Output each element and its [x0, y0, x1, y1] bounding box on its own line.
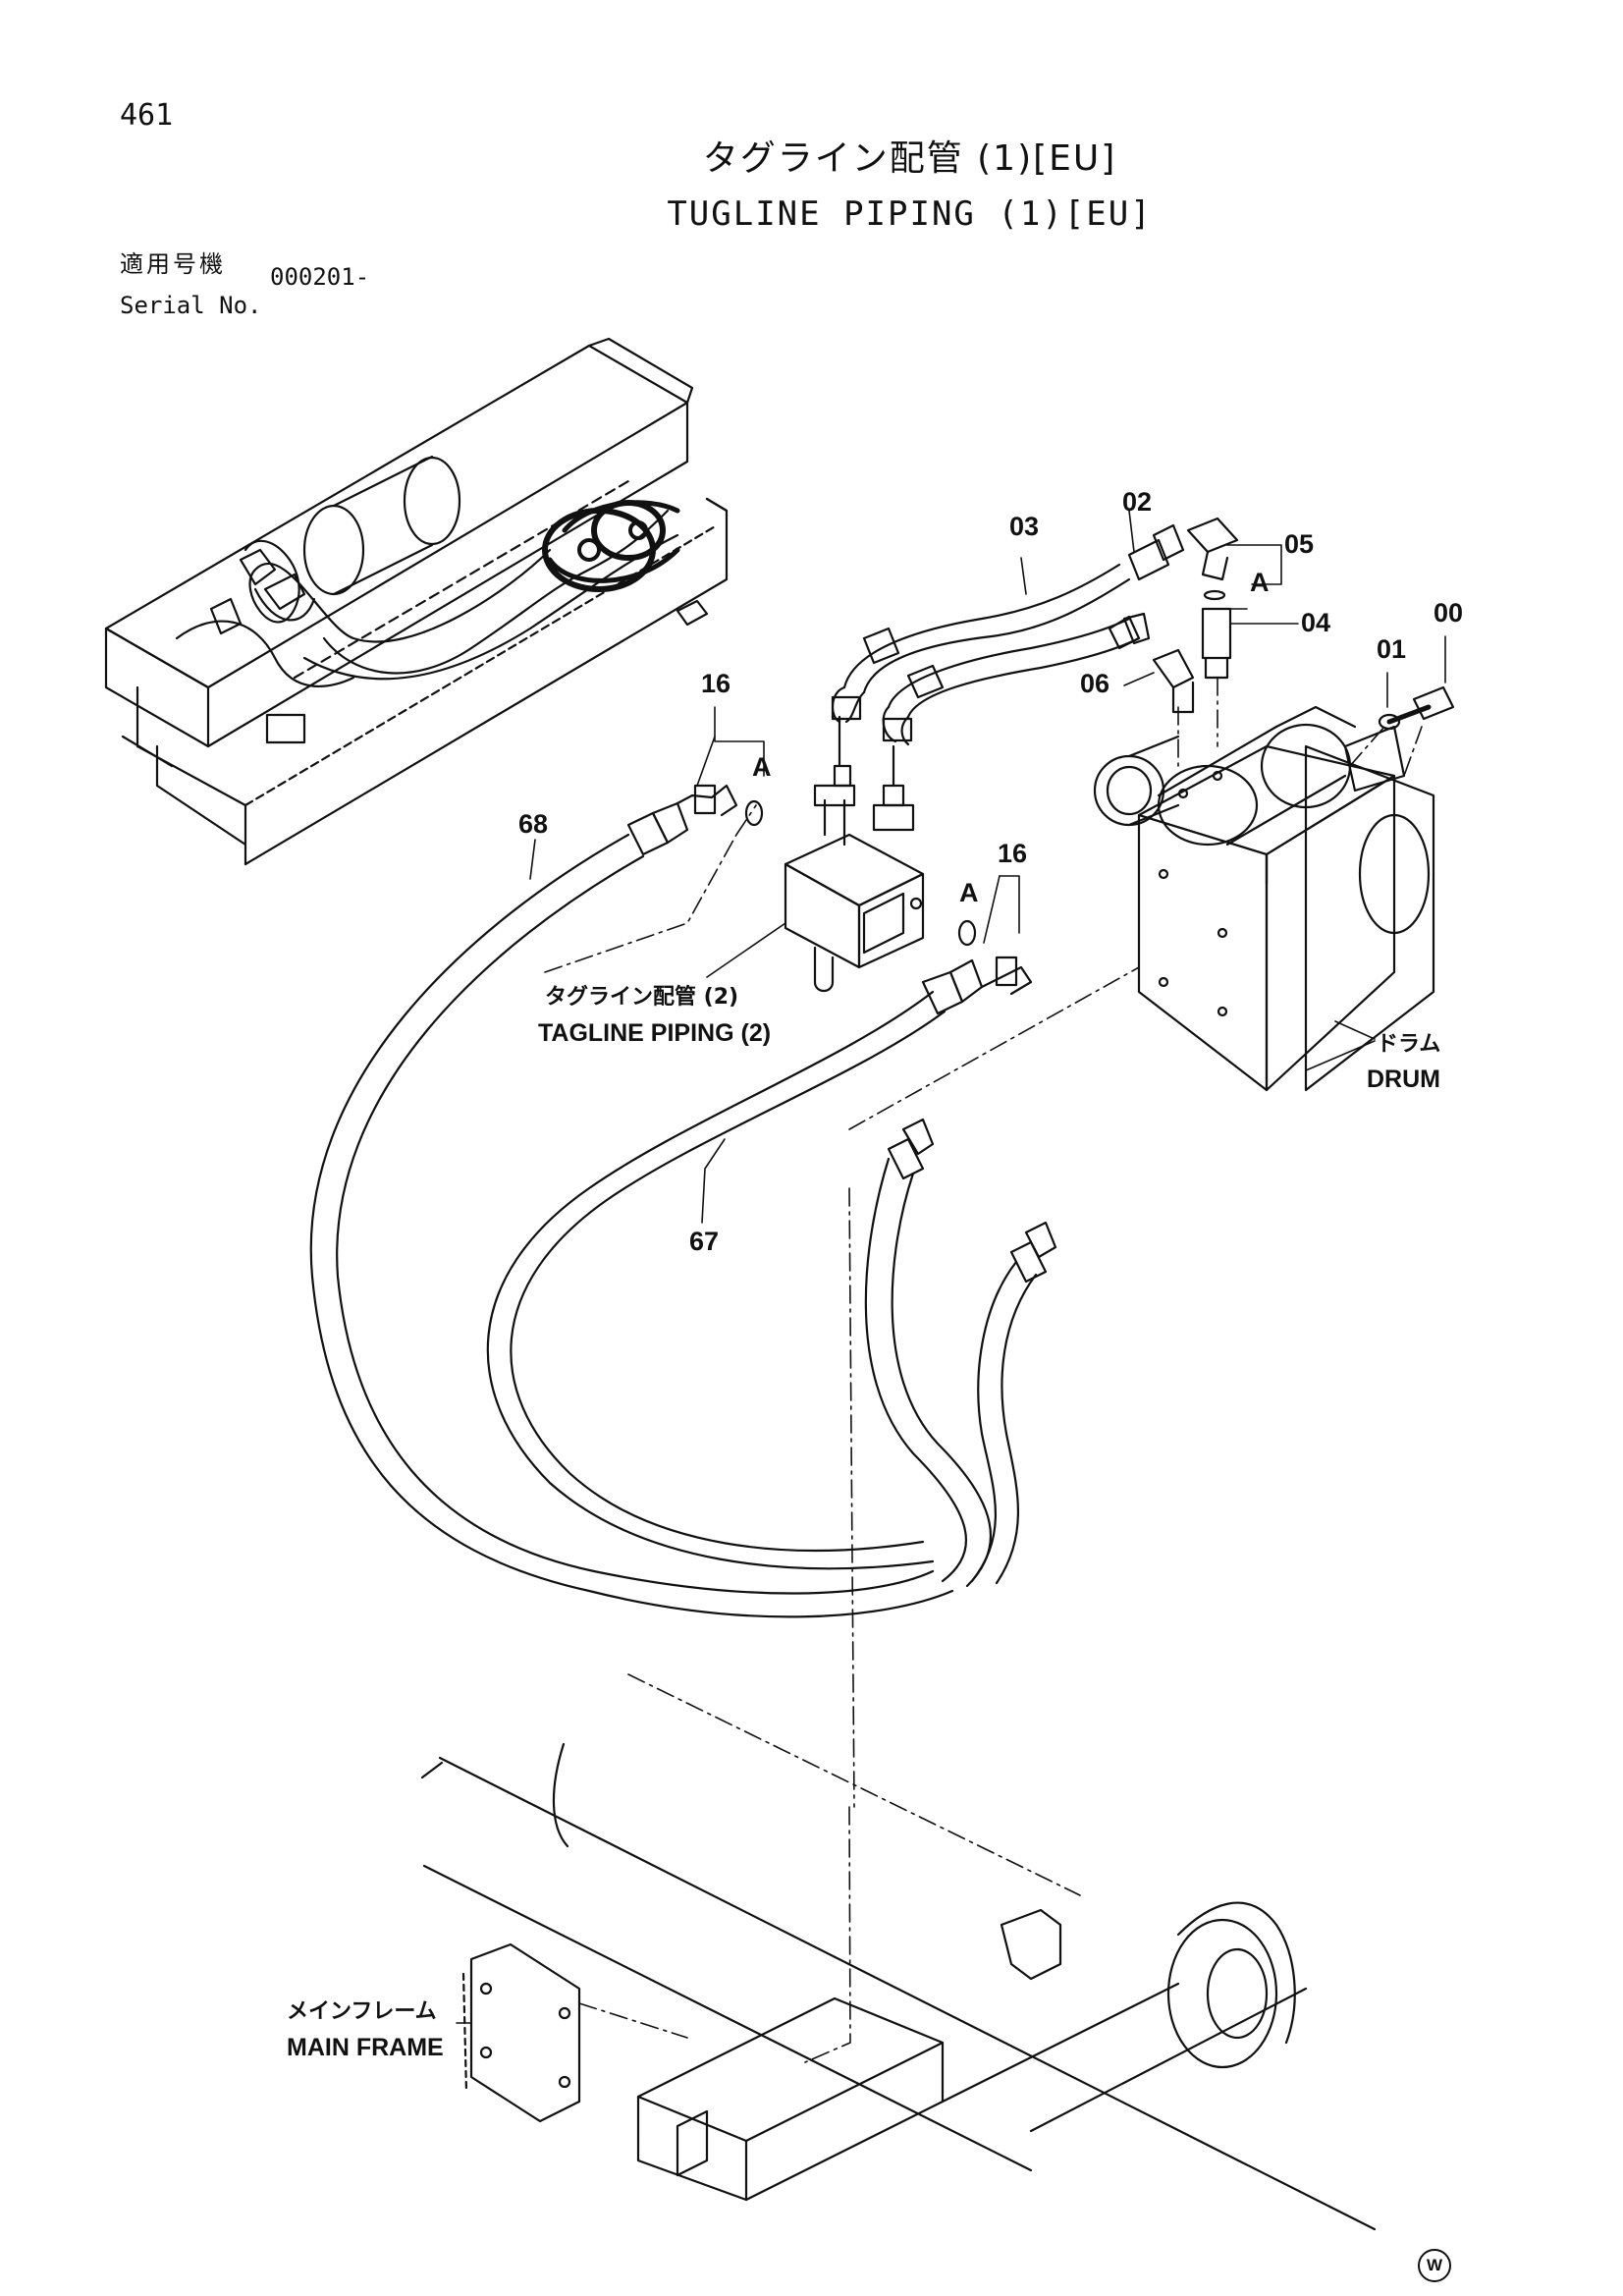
callout-a-16-lower: A [959, 878, 979, 907]
callout-01: 01 [1377, 634, 1406, 664]
fittings-group [1152, 517, 1455, 731]
overview-assembly [104, 337, 729, 866]
hose-03-02 [831, 523, 1185, 746]
hoses-67-68 [309, 784, 1057, 1618]
serial-labels: 適用号機 Serial No. [120, 244, 262, 326]
callout-67: 67 [689, 1227, 719, 1256]
callout-16-lower: 16 [998, 839, 1027, 868]
ref-tagline2-en: TAGLINE PIPING (2) [538, 1019, 771, 1047]
serial-label-en: Serial No. [120, 292, 262, 319]
callout-02: 02 [1122, 487, 1152, 517]
callout-06: 06 [1080, 669, 1109, 698]
ref-drum-jp: ドラム [1377, 1032, 1440, 1057]
callout-05: 05 [1284, 529, 1314, 559]
leader-lines [456, 510, 1446, 2063]
callout-68: 68 [518, 809, 548, 839]
page-number: 461 [120, 98, 174, 133]
callout-16-upper: 16 [701, 669, 730, 698]
ref-frame-en: MAIN FRAME [287, 2034, 444, 2061]
callout-00: 00 [1434, 598, 1463, 628]
serial-label-jp: 適用号機 [120, 250, 226, 278]
valve-block [784, 715, 925, 993]
main-frame [420, 1742, 1377, 2231]
drum-assembly [1093, 705, 1435, 1092]
ref-drum-en: DRUM [1367, 1066, 1440, 1093]
serial-value: 000201- [270, 263, 370, 291]
ref-tagline2-jp: タグライン配管 (2) [545, 984, 738, 1010]
page-title-en: TUGLINE PIPING (1)[EU] [667, 194, 1153, 234]
callout-03: 03 [1009, 512, 1039, 541]
callout-a-16-upper: A [752, 752, 772, 782]
callout-04: 04 [1301, 608, 1330, 637]
corner-mark: W [1418, 2249, 1451, 2282]
ref-frame-jp: メインフレーム [287, 1999, 437, 2024]
callout-a-05: A [1250, 568, 1270, 597]
title-block: タグライン配管 (1)[EU] TUGLINE PIPING (1)[EU] [0, 130, 1623, 234]
page-title-jp: タグライン配管 (1)[EU] [702, 138, 1117, 179]
